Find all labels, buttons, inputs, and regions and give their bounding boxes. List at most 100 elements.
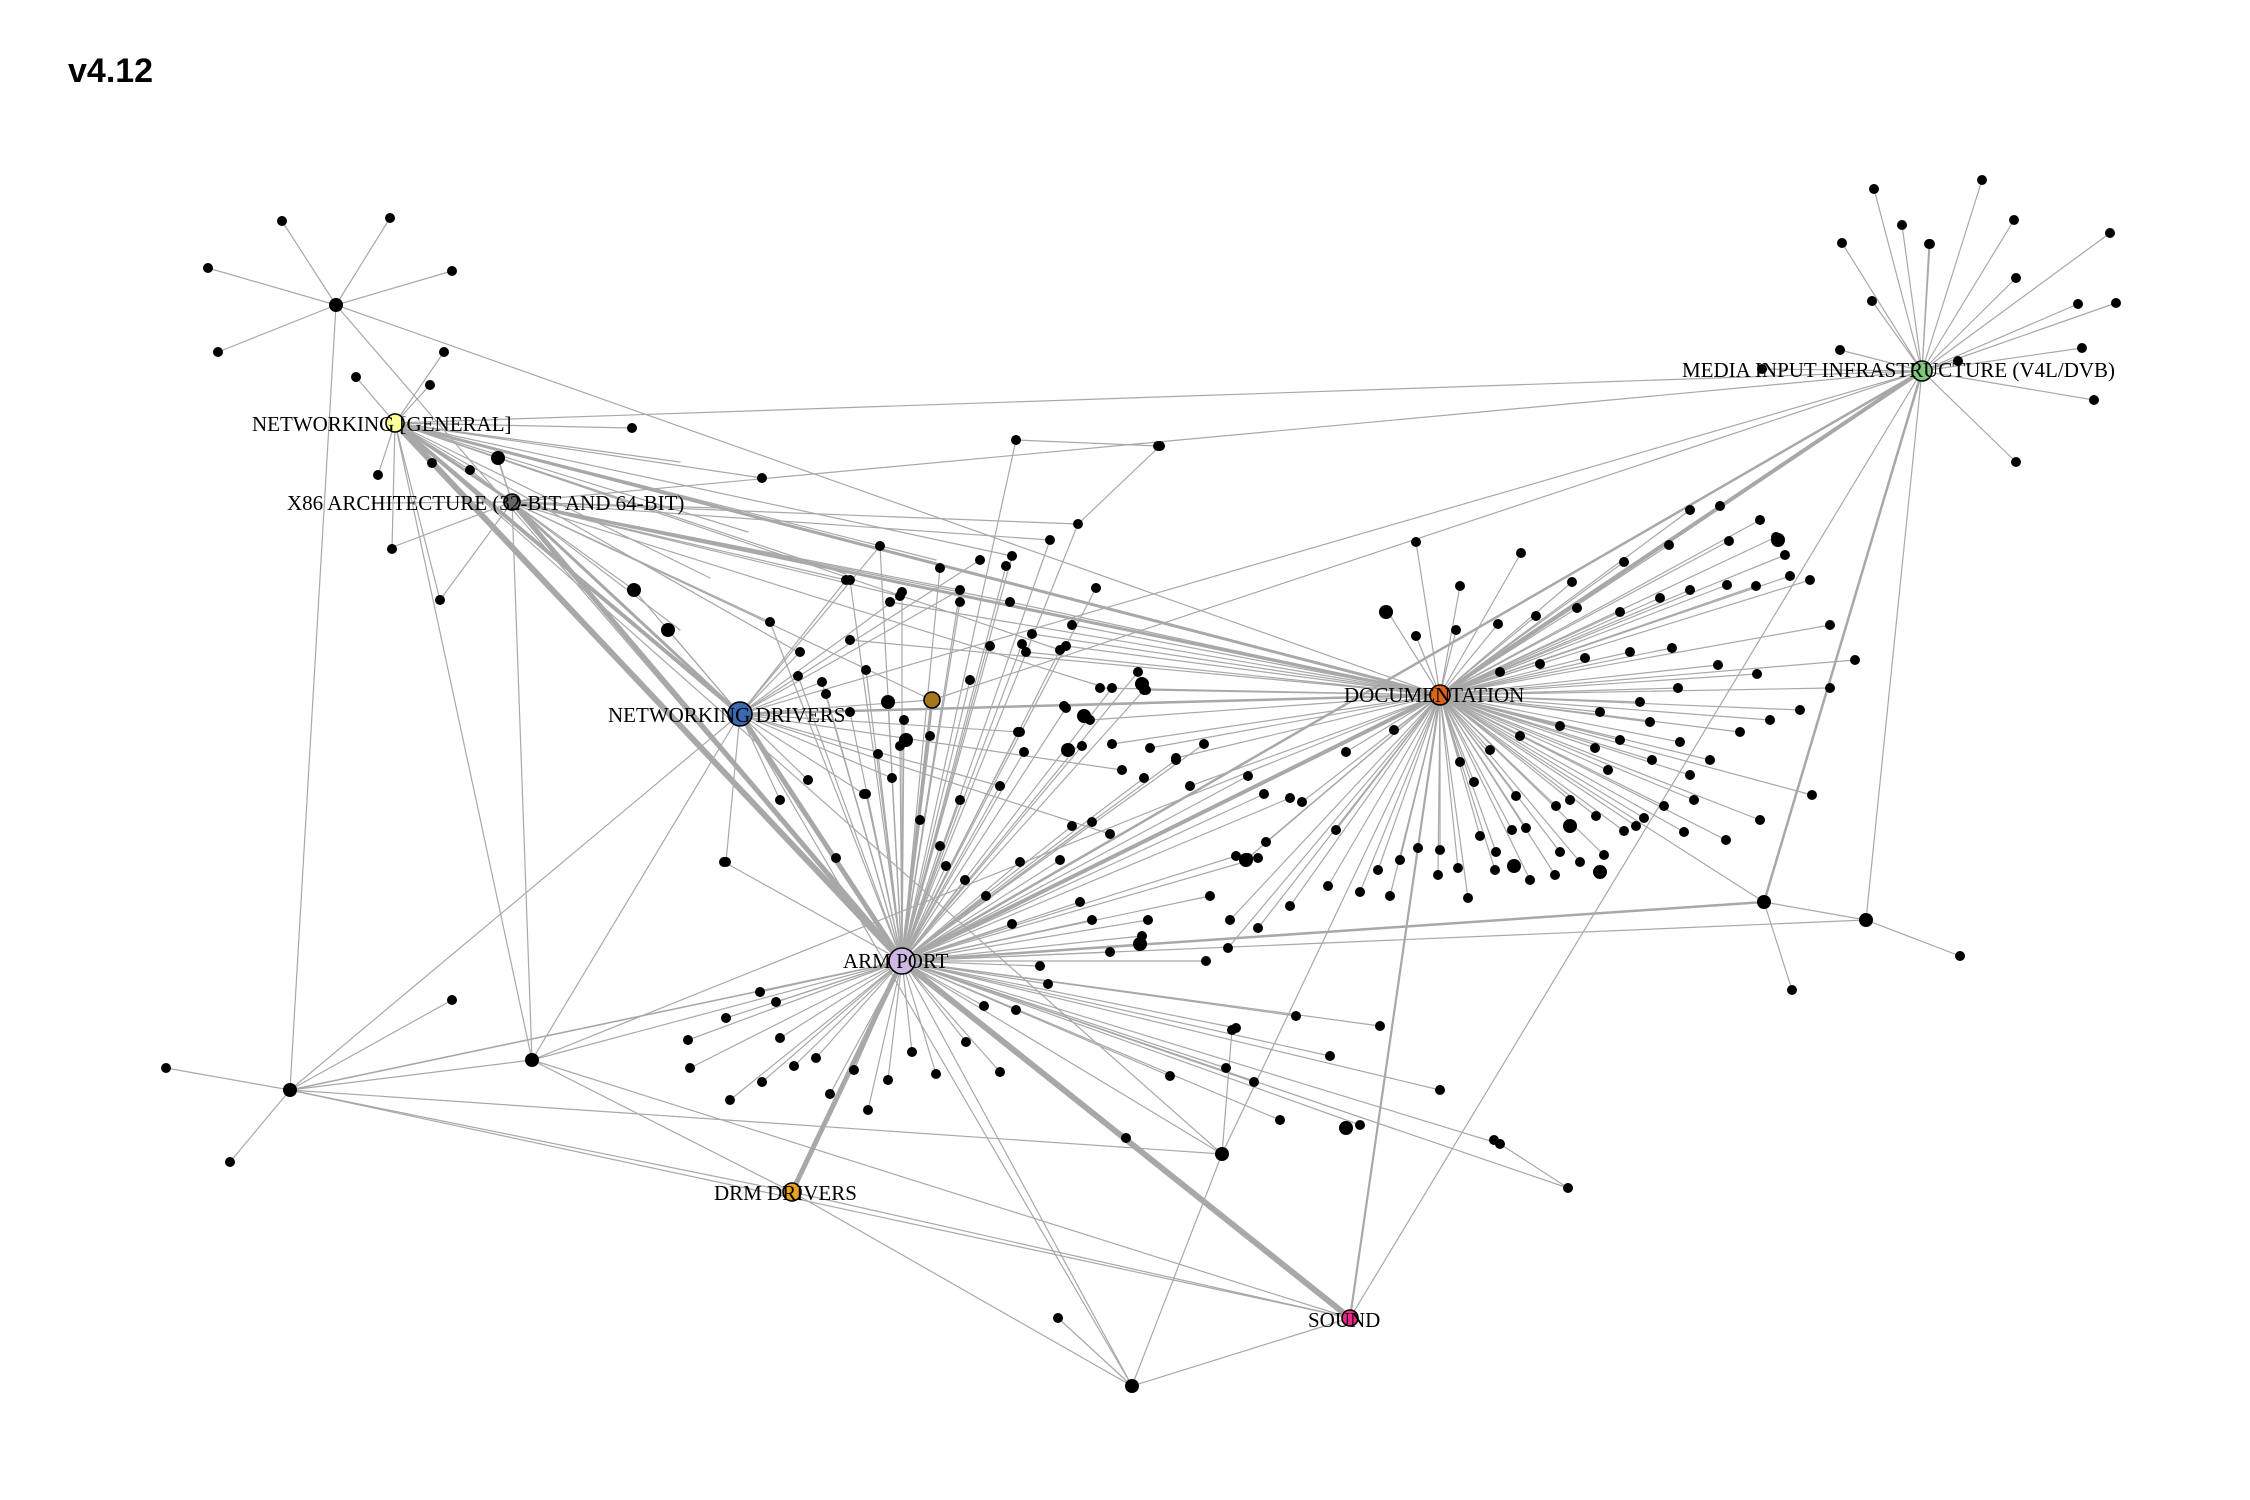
- edge-157: [689, 960, 903, 1069]
- edge-60: [1439, 694, 1531, 881]
- edge-336: [394, 370, 1923, 424]
- edge-325: [1493, 1139, 1569, 1189]
- leaf-node-243: [203, 263, 213, 273]
- leaf-node-197: [873, 749, 883, 759]
- edge-340: [392, 420, 905, 964]
- leaf-node-154: [789, 1061, 799, 1071]
- leaf-node-88: [1395, 855, 1405, 865]
- leaf-node-224: [1017, 639, 1027, 649]
- edge-130: [779, 960, 903, 1039]
- edge-231: [739, 681, 823, 715]
- leaf-node-137: [995, 1067, 1005, 1077]
- leaf-node-113: [1897, 220, 1907, 230]
- leaf-node-214: [861, 665, 871, 675]
- edge-308: [791, 1191, 1133, 1387]
- leaf-node-124: [1835, 345, 1845, 355]
- leaf-node-89: [1435, 845, 1445, 855]
- edge-81: [1439, 694, 1651, 723]
- leaf-node-25: [1713, 660, 1723, 670]
- leaf-node-131: [811, 1053, 821, 1063]
- leaf-node-44: [1647, 755, 1657, 765]
- leaf-node-24: [1667, 643, 1677, 653]
- leaf-node-151: [979, 1001, 989, 1011]
- leaf-node-203: [1007, 551, 1017, 561]
- leaf-node-82: [1615, 735, 1625, 745]
- edge-242: [739, 713, 1123, 771]
- leaf-node-98: [1145, 743, 1155, 753]
- leaf-node-234: [775, 795, 785, 805]
- edge-235: [739, 579, 847, 715]
- edge-85: [1335, 694, 1441, 831]
- edge-338: [739, 699, 933, 715]
- edge-200: [797, 675, 903, 962]
- leaf-node-260: [1053, 1313, 1063, 1323]
- leaf-node-245: [213, 347, 223, 357]
- edge-311: [1131, 1153, 1223, 1387]
- leaf-node-249: [427, 458, 437, 468]
- leaf-node-93: [1261, 837, 1271, 847]
- leaf-node-12: [1531, 611, 1541, 621]
- edge-321: [1221, 694, 1441, 1155]
- edge-303: [531, 1059, 1351, 1319]
- leaf-node-246: [351, 372, 361, 382]
- leaf-node-92: [1297, 797, 1307, 807]
- edge-51: [1377, 694, 1441, 871]
- label-sound: SOUND: [1308, 1308, 1380, 1332]
- leaf-node-183: [1067, 821, 1077, 831]
- edge-65: [1439, 694, 1645, 819]
- edge-124: [1839, 349, 1923, 372]
- leaf-node-265: [1073, 519, 1083, 529]
- leaf-node-6: [1724, 536, 1734, 546]
- edge-255: [394, 422, 633, 429]
- leaf-node-218: [955, 585, 965, 595]
- mid-node-277: [627, 583, 641, 597]
- leaf-node-236: [859, 789, 869, 799]
- leaf-node-175: [1055, 855, 1065, 865]
- edge-186: [901, 919, 1149, 962]
- edge-122: [1871, 300, 1923, 372]
- leaf-node-16: [1685, 585, 1695, 595]
- mid-node-291: [1339, 1121, 1353, 1135]
- edge-180: [901, 775, 1249, 962]
- leaf-node-132: [849, 1065, 859, 1075]
- leaf-node-96: [1185, 781, 1195, 791]
- leaf-node-23: [1625, 647, 1635, 657]
- edge-335: [511, 370, 1923, 503]
- leaf-node-184: [1075, 897, 1085, 907]
- leaf-node-121: [2011, 457, 2021, 467]
- label-networking-general: NETWORKING [GENERAL]: [252, 412, 512, 436]
- leaf-node-179: [1199, 739, 1209, 749]
- leaf-node-76: [1780, 550, 1790, 560]
- edge-296: [289, 713, 741, 1091]
- edge-257: [394, 422, 681, 463]
- edge-309: [901, 960, 1133, 1387]
- edge-282: [511, 501, 1101, 687]
- leaf-node-258: [225, 1157, 235, 1167]
- edge-99: [1111, 694, 1441, 745]
- edge-205: [901, 687, 1113, 962]
- leaf-node-189: [1253, 853, 1263, 863]
- leaf-node-155: [757, 1077, 767, 1087]
- leaf-node-193: [941, 861, 951, 871]
- edge-22: [1439, 657, 1586, 696]
- leaf-node-1: [1455, 581, 1465, 591]
- leaf-node-51: [1373, 865, 1383, 875]
- mid-node-272: [1125, 1379, 1139, 1393]
- edge-265: [394, 422, 1061, 651]
- mid-node-281: [1061, 743, 1075, 757]
- edge-355: [1762, 369, 1924, 904]
- edge-293: [289, 999, 453, 1091]
- leaf-node-77: [1755, 515, 1765, 525]
- edge-70: [1439, 694, 1771, 721]
- label-x86: X86 ARCHITECTURE (32-BIT AND 64-BIT): [287, 491, 684, 515]
- edge-333: [511, 501, 1079, 525]
- edge-241: [739, 713, 1001, 787]
- edge-320: [901, 919, 1867, 962]
- edge-123: [1841, 242, 1923, 372]
- leaf-node-99: [1107, 739, 1117, 749]
- leaf-node-130: [775, 1033, 785, 1043]
- edge-261: [394, 422, 799, 653]
- leaf-node-64: [1619, 826, 1629, 836]
- leaf-node-157: [685, 1063, 695, 1073]
- leaf-node-140: [1087, 915, 1097, 925]
